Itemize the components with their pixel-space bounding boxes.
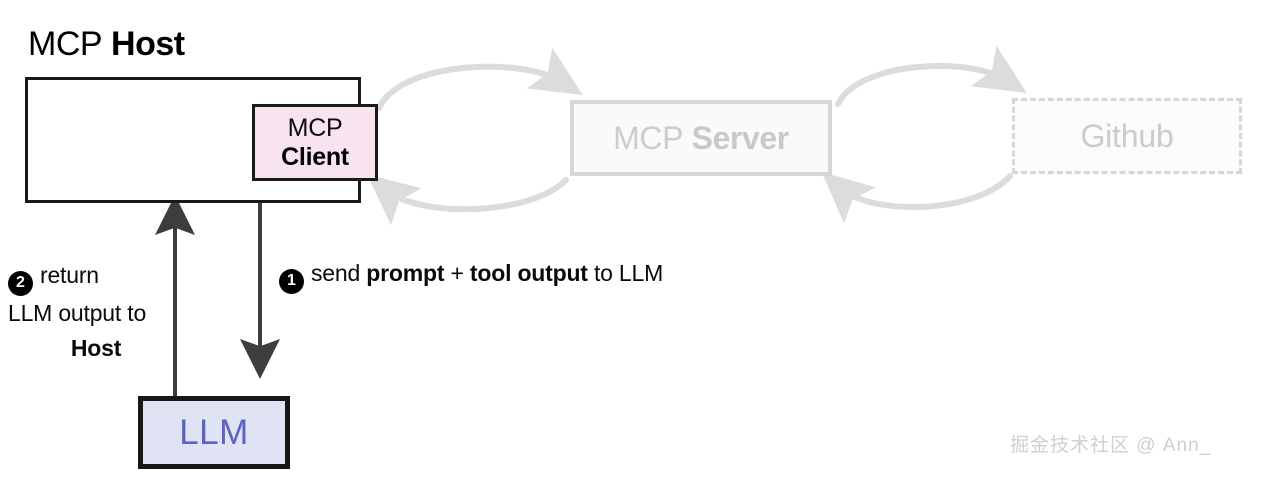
mcp-server-label-emphasis: Server — [691, 120, 790, 156]
arrow-server-to-client — [366, 174, 569, 226]
mcp-server-label: MCP Server — [613, 120, 789, 156]
step-2-badge: 2 — [8, 270, 33, 296]
title-emphasis: Host — [111, 25, 185, 63]
github-box: Github — [1012, 98, 1242, 174]
mcp-server-box: MCP Server — [570, 100, 832, 176]
watermark: 掘金技术社区 @ Ann_ — [1010, 435, 1212, 456]
step-1-badge: 1 — [279, 268, 304, 294]
arrow-client-to-server — [376, 47, 583, 111]
github-label: Github — [1080, 118, 1174, 154]
step-1-label: 1 send prompt + tool output to LLM — [279, 256, 663, 294]
step-2-line3: Host — [70, 334, 122, 361]
mcp-client-box: MCP Client — [252, 104, 378, 181]
llm-label: LLM — [179, 412, 249, 452]
mcp-server-label-prefix: MCP — [613, 120, 684, 156]
step-2-label: 2 return LLM output to Host — [8, 258, 184, 366]
title-prefix: MCP — [28, 25, 103, 63]
arrow-server-to-github — [835, 45, 1027, 107]
step-1-text: send prompt + tool output to LLM — [311, 260, 663, 286]
llm-box: LLM — [138, 396, 290, 469]
step-2-line1: return — [40, 262, 99, 288]
mcp-client-label-line2: Client — [281, 142, 349, 171]
step-1-seg-4: to LLM — [587, 260, 664, 286]
step-2-line2: LLM output to — [8, 299, 147, 326]
page-title: MCP Host — [28, 24, 185, 64]
step-1-seg-1: prompt — [366, 260, 445, 286]
mcp-client-label-line1: MCP — [287, 113, 343, 142]
arrow-github-to-server — [821, 171, 1013, 224]
step-1-seg-0: send — [311, 260, 367, 286]
step-1-seg-3: tool output — [469, 260, 588, 286]
step-1-seg-2: + — [444, 260, 470, 286]
